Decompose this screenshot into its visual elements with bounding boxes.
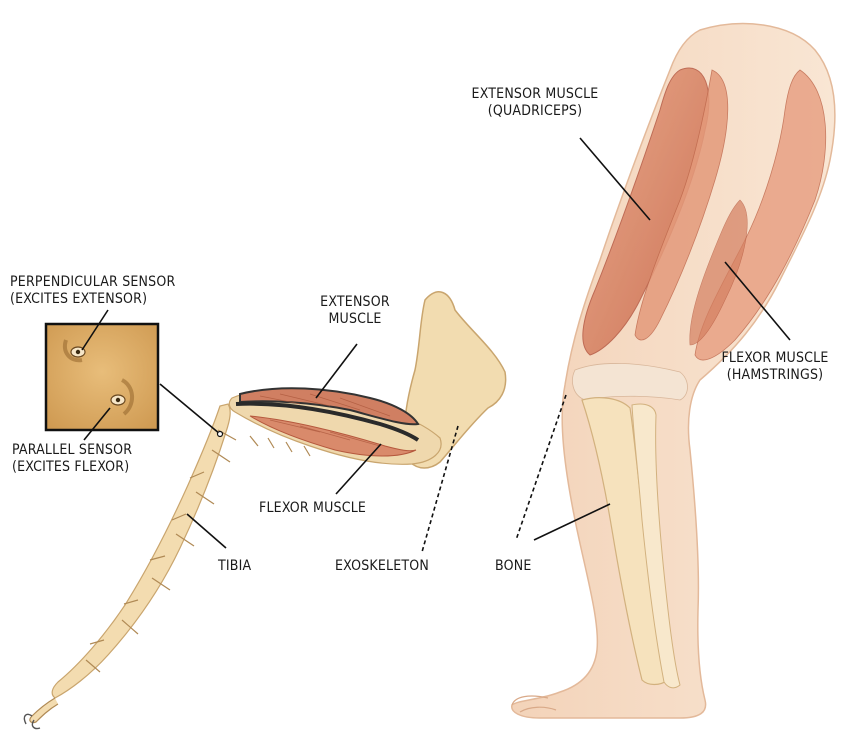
insect-tarsus <box>30 698 58 723</box>
label-flexor-hamstrings-line2: (HAMSTRINGS) <box>700 367 847 384</box>
label-flexor-hamstrings: FLEXOR MUSCLE (HAMSTRINGS) <box>700 350 847 384</box>
label-bone: BONE <box>495 558 531 575</box>
label-parallel-sensor: PARALLEL SENSOR (EXCITES FLEXOR) <box>12 442 132 476</box>
label-extensor-quadriceps-line1: EXTENSOR MUSCLE <box>460 86 610 103</box>
label-flexor-muscle-text: FLEXOR MUSCLE <box>259 500 366 516</box>
label-extensor-quadriceps-line2: (QUADRICEPS) <box>460 103 610 120</box>
label-tibia: TIBIA <box>218 558 251 575</box>
label-extensor-muscle-line1: EXTENSOR <box>300 294 410 311</box>
label-perpendicular-sensor-line1: PERPENDICULAR SENSOR <box>10 274 175 291</box>
label-tibia-text: TIBIA <box>218 558 251 574</box>
leader-bone-1 <box>516 395 566 540</box>
label-perpendicular-sensor: PERPENDICULAR SENSOR (EXCITES EXTENSOR) <box>10 274 175 308</box>
label-perpendicular-sensor-line2: (EXCITES EXTENSOR) <box>10 291 175 308</box>
leader-tibia <box>187 514 226 548</box>
label-parallel-sensor-line1: PARALLEL SENSOR <box>12 442 132 459</box>
label-extensor-muscle-line2: MUSCLE <box>300 311 410 328</box>
label-bone-text: BONE <box>495 558 531 574</box>
sensor-inset-box <box>46 324 158 430</box>
label-extensor-quadriceps: EXTENSOR MUSCLE (QUADRICEPS) <box>460 86 610 120</box>
junction-marker <box>218 432 223 437</box>
label-exoskeleton-text: EXOSKELETON <box>335 558 429 574</box>
label-extensor-muscle: EXTENSOR MUSCLE <box>300 294 410 328</box>
label-flexor-muscle: FLEXOR MUSCLE <box>259 500 366 517</box>
label-exoskeleton: EXOSKELETON <box>335 558 429 575</box>
label-parallel-sensor-line2: (EXCITES FLEXOR) <box>12 459 132 476</box>
sensor-inset <box>46 324 158 430</box>
leader-inset-to-leg <box>160 384 220 434</box>
leader-extensor-muscle <box>316 344 357 398</box>
label-flexor-hamstrings-line1: FLEXOR MUSCLE <box>700 350 847 367</box>
